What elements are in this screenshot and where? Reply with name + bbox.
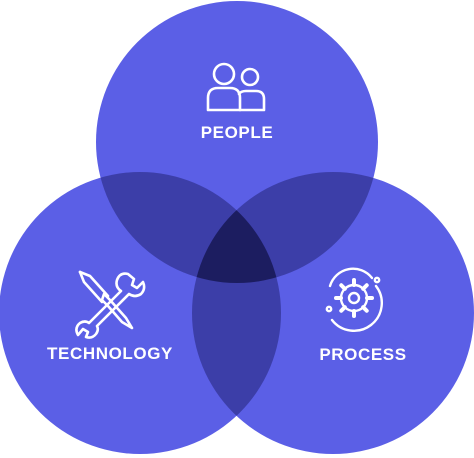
process-label: PROCESS: [319, 345, 407, 364]
people-technology-overlap: [96, 172, 281, 283]
gear-tooth: [361, 283, 369, 291]
people-process-overlap: [192, 172, 378, 283]
gear-tooth: [339, 283, 347, 291]
gear-process-icon: [325, 267, 383, 332]
gear-tooth: [361, 305, 369, 313]
technology-label: TECHNOLOGY: [47, 344, 173, 363]
people-icon: [206, 62, 266, 112]
gear-tooth: [339, 305, 347, 313]
wrench-screwdriver-icon: [75, 270, 146, 339]
people-label: PEOPLE: [200, 123, 274, 142]
